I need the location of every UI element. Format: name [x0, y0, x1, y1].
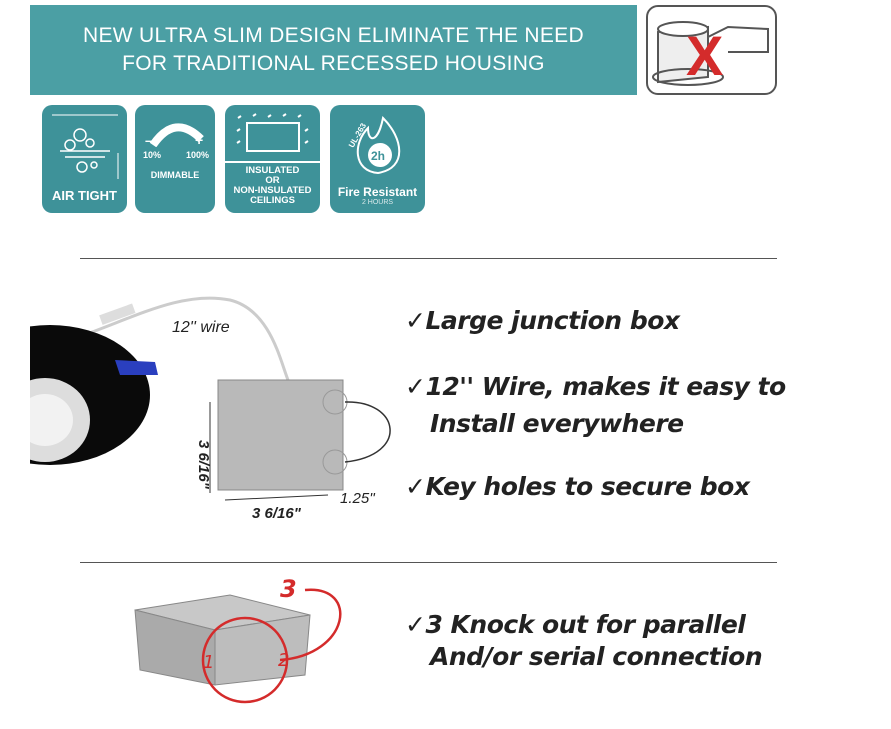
- air-tight-label: AIR TIGHT: [52, 188, 117, 203]
- light-and-junction-box-image: [30, 296, 391, 501]
- insulated-label-1: INSULATED: [245, 165, 300, 176]
- feature-large-box: ✓Large junction box: [405, 306, 680, 335]
- feature-wire-2: Install everywhere: [430, 409, 684, 438]
- ceiling-icon: [236, 113, 309, 152]
- svg-text:+: +: [195, 132, 203, 147]
- fire-resistant-badge: 2h UL-263 Fire Resistant 2 HOURS: [330, 105, 425, 213]
- knockout-box-image: [134, 588, 342, 704]
- fire-hours: 2h: [371, 149, 385, 163]
- knockout-1-marker: 1: [203, 652, 215, 673]
- dim-min: 10%: [143, 150, 162, 160]
- headline-line-2: FOR TRADITIONAL RECESSED HOUSING: [122, 52, 545, 75]
- insulated-badge: INSULATED OR NON-INSULATED CEILINGS: [225, 105, 320, 213]
- feature-key-holes: ✓Key holes to secure box: [405, 472, 750, 501]
- wind-icon: [52, 114, 119, 179]
- box-depth-dimension: 1.25'': [340, 490, 375, 507]
- headline-line-1: NEW ULTRA SLIM DESIGN ELIMINATE THE NEED: [83, 24, 584, 47]
- wire-length-label: 12'' wire: [172, 319, 230, 336]
- feature-knockouts: ✓3 Knock out for parallel: [405, 610, 746, 639]
- knockout-3-marker: 3: [280, 575, 297, 603]
- dimmable-label: DIMMABLE: [150, 170, 200, 180]
- air-tight-badge: AIR TIGHT: [42, 105, 127, 213]
- svg-text:–: –: [145, 132, 153, 147]
- divider: [80, 258, 777, 259]
- insulated-label-4: CEILINGS: [250, 195, 295, 206]
- dimmer-arc-icon: – +: [145, 123, 204, 147]
- fire-hours-label: 2 HOURS: [361, 199, 394, 206]
- feature-knockouts-2: And/or serial connection: [430, 642, 763, 671]
- headline-banner: NEW ULTRA SLIM DESIGN ELIMINATE THE NEED…: [30, 5, 637, 95]
- dimmable-badge: – + 10% 100% DIMMABLE: [135, 105, 215, 213]
- fire-resistant-label: Fire Resistant: [337, 185, 418, 199]
- dim-max: 100%: [185, 150, 209, 160]
- knockout-2-marker: 2: [278, 650, 290, 671]
- insulated-label-3: NON-INSULATED: [233, 185, 312, 196]
- svg-text:X: X: [686, 24, 723, 87]
- feature-wire: ✓12'' Wire, makes it easy to: [405, 372, 786, 401]
- insulated-label-2: OR: [265, 175, 280, 186]
- no-housing-icon: X: [646, 5, 777, 95]
- fire-icon: 2h UL-263: [348, 115, 401, 175]
- divider: [80, 562, 777, 563]
- box-width-dimension: 3 6/16": [252, 505, 301, 522]
- box-height-dimension: 3 6/16": [195, 440, 212, 489]
